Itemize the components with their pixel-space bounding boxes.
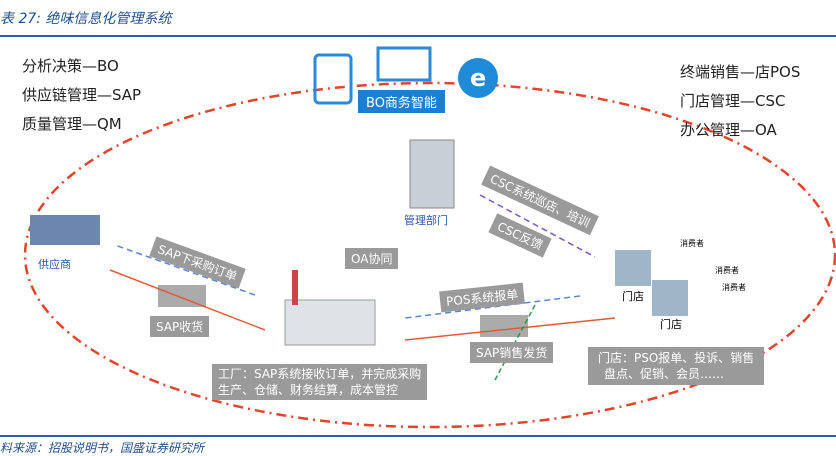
warehouse-icon — [30, 215, 100, 245]
footer-rule — [0, 435, 836, 437]
consumer-label: 消费者 — [722, 283, 746, 292]
store-icon — [615, 250, 651, 286]
laptop-icon — [376, 46, 432, 82]
arrow-csc — [479, 194, 596, 258]
factory-icon — [284, 299, 376, 346]
flow-sap-receive: SAP收货 — [150, 316, 210, 337]
svg-text:e: e — [470, 64, 486, 92]
arrow-sap-order — [114, 244, 256, 296]
legend-oa: 办公管理—OA — [680, 121, 777, 139]
title-rule — [0, 35, 836, 37]
store-desc-line: 盘点、促销、会员…… — [604, 367, 725, 381]
arrow-sap-ship — [404, 317, 616, 341]
office-building-icon — [409, 139, 455, 209]
management-label: 管理部门 — [404, 214, 448, 227]
legend-sap: 供应链管理—SAP — [22, 86, 142, 104]
store-label: 门店 — [660, 318, 682, 331]
store-label: 门店 — [622, 290, 644, 303]
truck-icon — [158, 285, 206, 307]
legend-pos: 终端销售—店POS — [680, 63, 801, 81]
source-note: 料来源：招股说明书，国盛证券研究所 — [0, 441, 205, 455]
flow-sap-ship: SAP销售发货 — [470, 342, 554, 363]
store-icon — [652, 280, 688, 316]
right-legend: 终端销售—店POS 门店管理—CSC 办公管理—OA — [680, 58, 800, 145]
legend-qm: 质量管理—QM — [22, 115, 122, 133]
ie-icon — [458, 58, 498, 98]
factory-desc-line: 生产、仓储、财务结算，成本管控 — [218, 383, 399, 397]
arrow-sap-receive — [109, 269, 266, 331]
system-ellipse — [23, 81, 836, 429]
factory-description: 工厂：SAP系统接收订单，并完成采购 生产、仓储、财务结算，成本管控 — [212, 364, 428, 400]
factory-desc-line: 工厂：SAP系统接收订单，并完成采购 — [218, 367, 422, 381]
truck-icon — [480, 315, 528, 337]
consumer-label: 消费者 — [715, 266, 739, 275]
store-desc-line: 门店：PSO报单、投诉、销售 — [598, 351, 755, 365]
legend-csc: 门店管理—CSC — [680, 92, 786, 110]
store-description: 门店：PSO报单、投诉、销售 盘点、促销、会员…… — [588, 347, 765, 385]
flow-oa: OA协同 — [345, 248, 399, 269]
consumer-label: 消费者 — [680, 239, 704, 248]
legend-bo: 分析决策—BO — [22, 57, 119, 75]
bo-label: BO商务智能 — [358, 90, 445, 113]
tablet-icon — [313, 53, 353, 105]
supplier-label: 供应商 — [38, 258, 71, 271]
left-legend: 分析决策—BO 供应链管理—SAP 质量管理—QM — [22, 52, 141, 139]
figure-title: 表 27: 绝味信息化管理系统 — [0, 11, 172, 27]
